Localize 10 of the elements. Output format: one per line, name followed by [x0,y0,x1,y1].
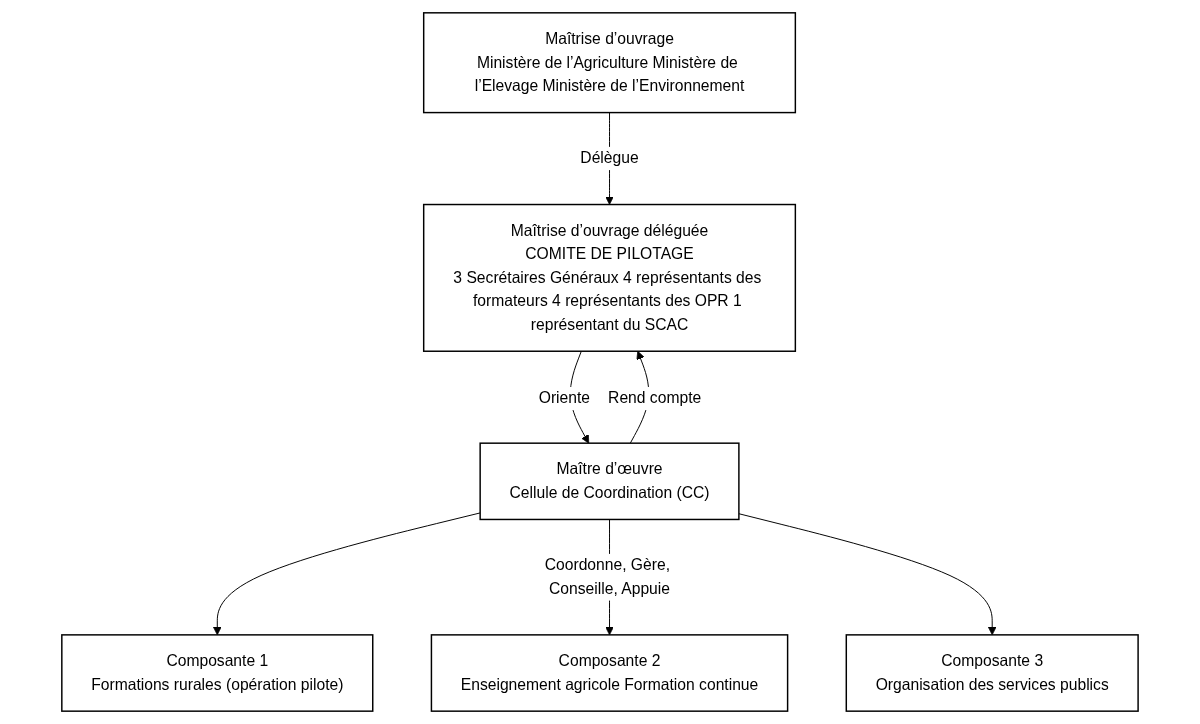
node-box: Composante 2 Enseignement agricole Formation continue [430,634,789,712]
node-box: Composante 3 Organisation des services publics [845,634,1139,712]
edge-label: Rend compte [608,389,702,407]
node-box: Maîtrise d’ouvrage Ministère de l’Agriculture Ministère de l’Elevage Ministère de l’Environnement [423,12,797,114]
edge-label: Coordonne, Gère, Conseille, Appuie [544,556,671,597]
node-box: Composante 1 Formations rurales (opération pilote) [61,634,374,712]
edge-label: Délègue [580,149,639,167]
node-box: Maître d’œuvre Cellule de Coordination (CC) [479,442,740,521]
edge-label: Oriente [538,389,591,407]
node-box: Maîtrise d’ouvrage déléguée COMITE DE PILOTAGE 3 Secrétaires Généraux 4 représentants des formateurs 4 représentants des OPR 1 représentant du SCAC [423,203,797,352]
